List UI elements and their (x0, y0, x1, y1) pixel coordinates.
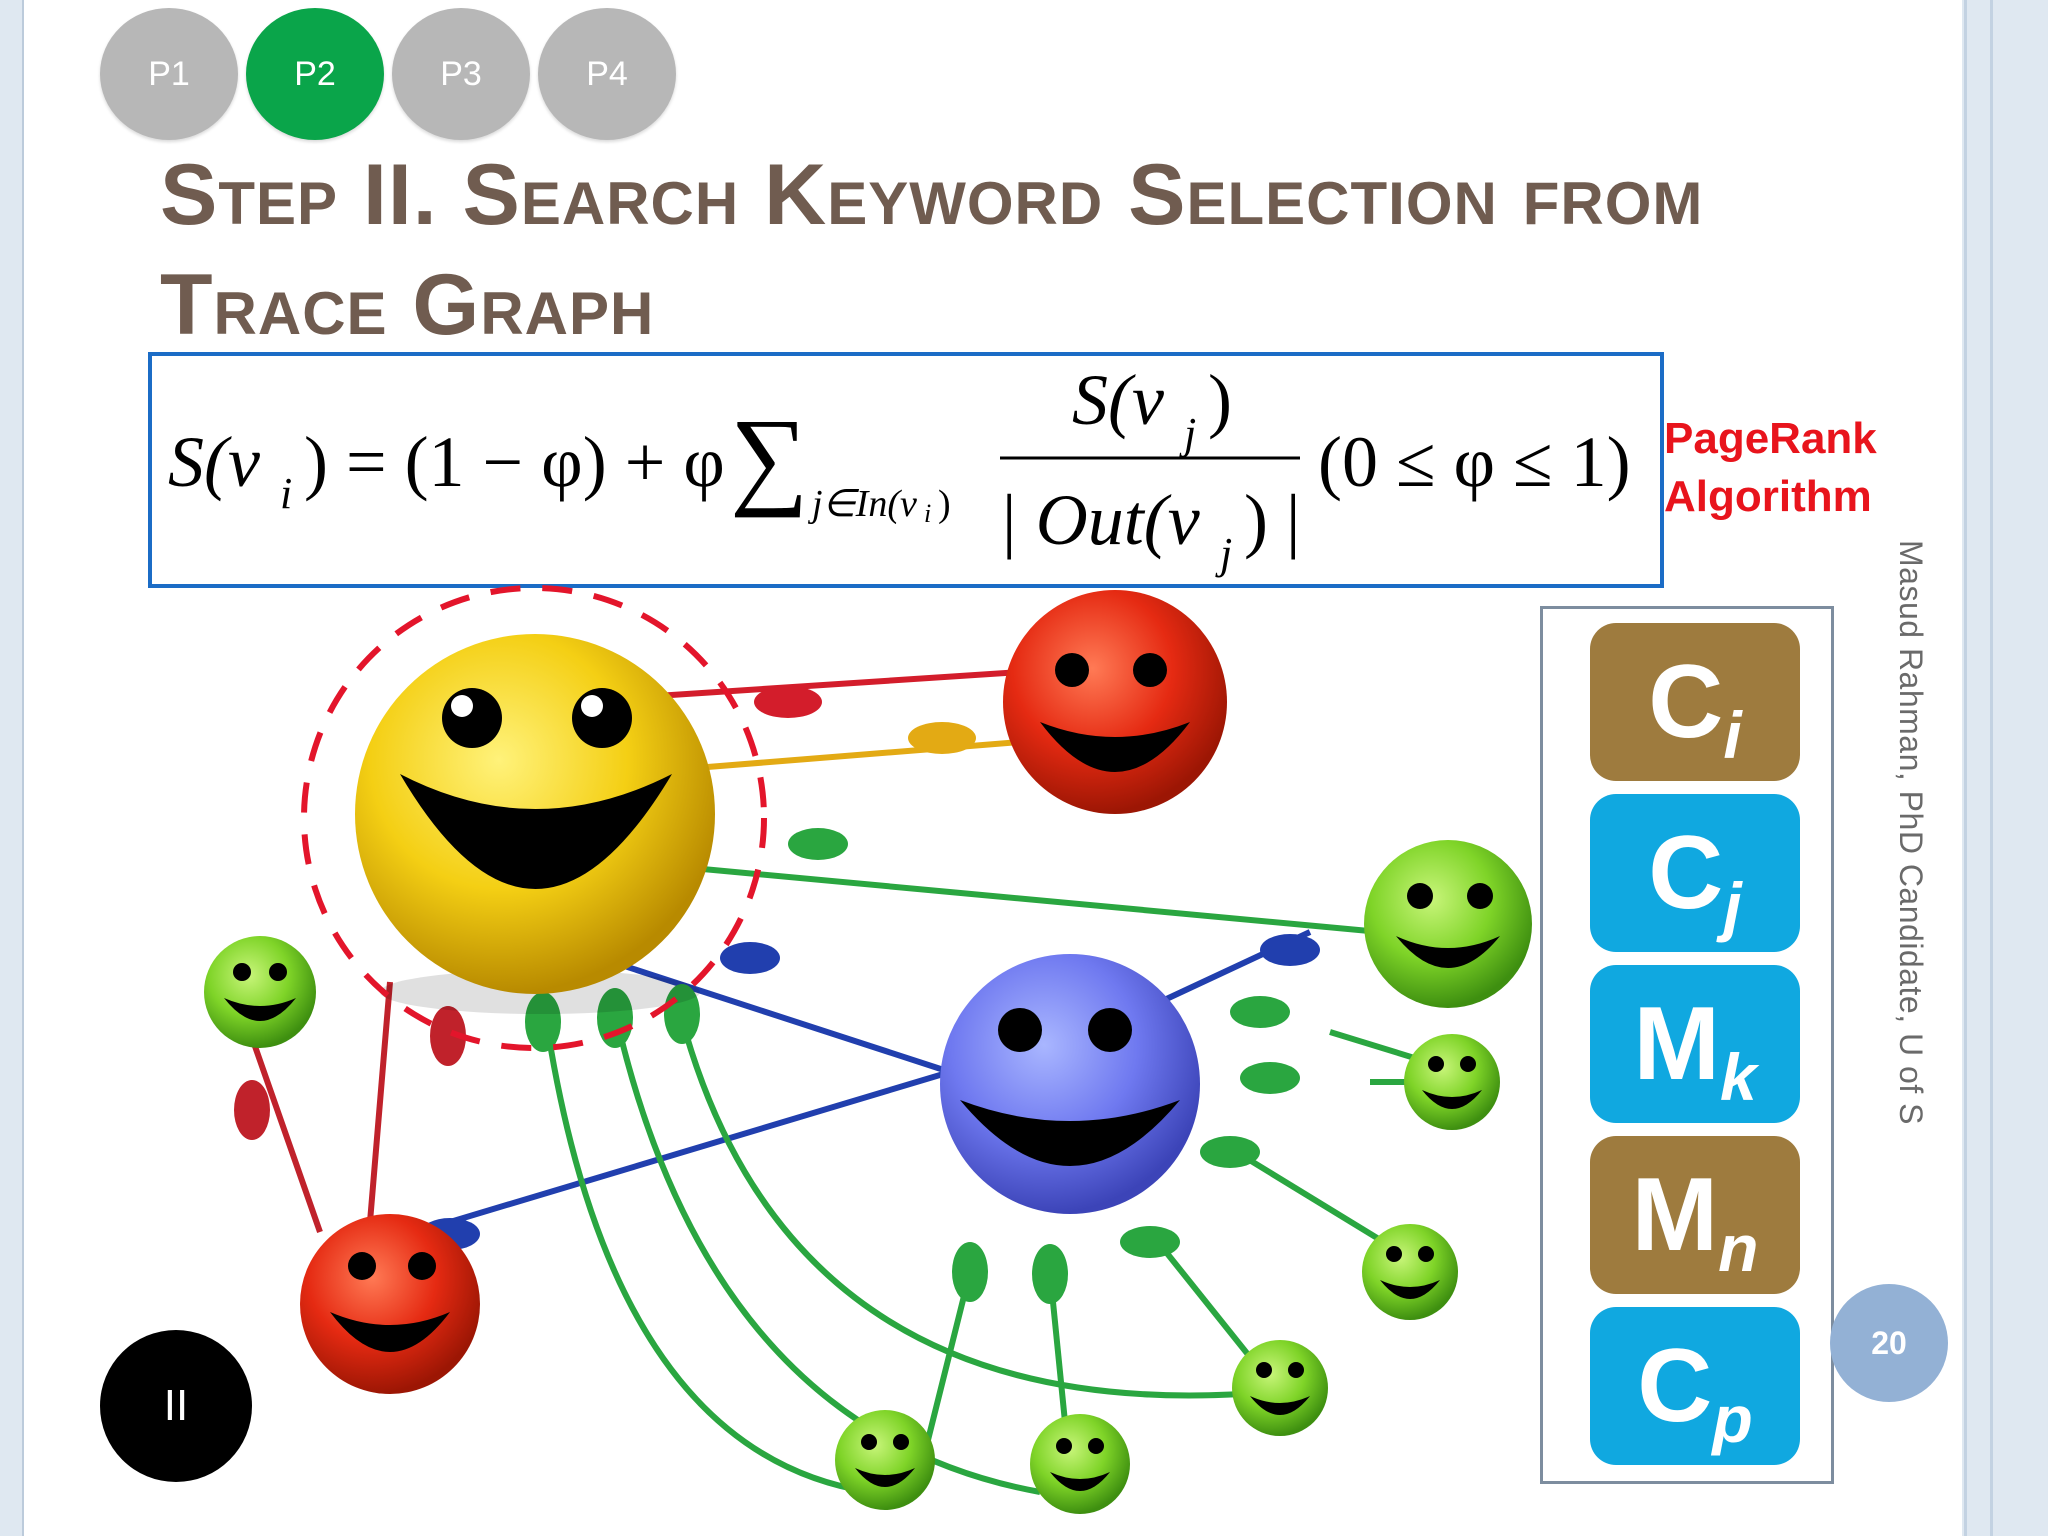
left-frame (0, 0, 24, 1536)
formula-denominator: | Out(v (998, 480, 1200, 560)
pointing-hand-icon (1240, 1062, 1300, 1094)
pointer-icons (234, 686, 1320, 1304)
chip-subscript: i (1723, 698, 1742, 772)
trace-graph-illustration (204, 585, 1532, 1514)
formula-sum-sub: j∈In(v (807, 483, 917, 525)
pointing-hand-icon (597, 988, 633, 1048)
tab-label: P2 (294, 54, 336, 93)
pagerank-label: PageRank Algorithm (1664, 410, 1877, 526)
formula-sum-sub-close: ) (938, 483, 951, 525)
green-smiley (1030, 1414, 1130, 1514)
yellow-smiley (355, 634, 715, 1014)
chip-letter: C (1637, 1327, 1713, 1444)
pagerank-formula: S(v i ) = (1 − φ) + φ ∑ j∈In(v i ) S(v j… (168, 360, 1631, 578)
pointing-hand-icon (754, 686, 822, 718)
pointing-hand-icon (952, 1242, 988, 1302)
graph-edge (247, 1031, 323, 1233)
red-smiley (1003, 590, 1227, 814)
pointing-hand-icon (234, 1080, 270, 1140)
section-badge[interactable]: II (100, 1330, 252, 1482)
pagerank-label-line2: Algorithm (1664, 472, 1872, 521)
tab-p1[interactable]: P1 (100, 8, 238, 140)
green-smiley (1362, 1224, 1458, 1320)
page-number: 20 (1830, 1284, 1948, 1402)
formula-box: S(v i ) = (1 − φ) + φ ∑ j∈In(v i ) S(v j… (148, 352, 1664, 588)
tab-p4[interactable]: P4 (538, 8, 676, 140)
chip-letter: M (1633, 985, 1720, 1102)
formula-equals: ) = (1 − φ) + φ (304, 422, 725, 502)
author-credit: Masud Rahman, PhD Candidate, U of S (1893, 540, 1929, 1125)
pointing-hand-icon (1200, 1136, 1260, 1168)
graph-edge (367, 981, 393, 1223)
slide-title: Step II. Search Keyword Selection from T… (160, 147, 1704, 353)
green-smiley (204, 936, 316, 1048)
pointing-hand-icon (1260, 934, 1320, 966)
tab-label: P1 (148, 54, 190, 93)
chip-subscript: p (1712, 1382, 1753, 1456)
right-frame (1962, 0, 2048, 1536)
formula-denominator-sub: j (1215, 529, 1232, 578)
tab-p2[interactable]: P2 (246, 8, 384, 140)
formula-sum-sub-i: i (924, 499, 931, 528)
blue-smiley (940, 954, 1200, 1214)
pointing-hand-icon (1032, 1244, 1068, 1304)
graph-edge (542, 1011, 871, 1495)
pagerank-label-line1: PageRank (1664, 414, 1877, 463)
chip-subscript: j (1723, 869, 1742, 943)
formula-numerator-sub: j (1179, 409, 1196, 458)
formula-condition: (0 ≤ φ ≤ 1) (1318, 422, 1631, 502)
pointing-hand-icon (525, 992, 561, 1052)
frame-line (1964, 0, 1967, 1536)
green-smiley (1232, 1340, 1328, 1436)
highlight-circle (301, 585, 767, 1051)
svg-text:S(v: S(v (168, 422, 260, 502)
formula-denominator-close: ) | (1244, 480, 1300, 560)
green-smiley (835, 1410, 935, 1510)
graph-edge (612, 1011, 1041, 1495)
pointing-hand-icon (720, 942, 780, 974)
formula-sum: ∑ (730, 396, 808, 518)
frame-line (1990, 0, 1993, 1536)
green-smiley (1404, 1034, 1500, 1130)
pointing-hand-icon (430, 1006, 466, 1066)
pointing-hand-icon (788, 828, 848, 860)
pointing-hand-icon (1230, 996, 1290, 1028)
formula-lhs-sub: i (280, 469, 292, 518)
formula-numerator-close: ) (1208, 360, 1232, 440)
pointing-hand-icon (908, 722, 976, 754)
red-smiley (300, 1214, 480, 1394)
chip-letter: C (1648, 643, 1724, 760)
chip-subscript: n (1718, 1211, 1759, 1285)
chip-letter: M (1631, 1156, 1719, 1273)
graph-edge (677, 1011, 1271, 1399)
tab-label: P4 (586, 54, 628, 93)
chip-subscript: k (1719, 1040, 1757, 1114)
tab-label: P3 (440, 54, 482, 93)
formula-lhs: S(v (168, 422, 260, 502)
green-smiley (1364, 840, 1532, 1008)
chip-letter: C (1648, 814, 1724, 931)
formula-numerator: S(v (1072, 360, 1164, 440)
pointing-hand-icon (1120, 1226, 1180, 1258)
tab-p3[interactable]: P3 (392, 8, 530, 140)
